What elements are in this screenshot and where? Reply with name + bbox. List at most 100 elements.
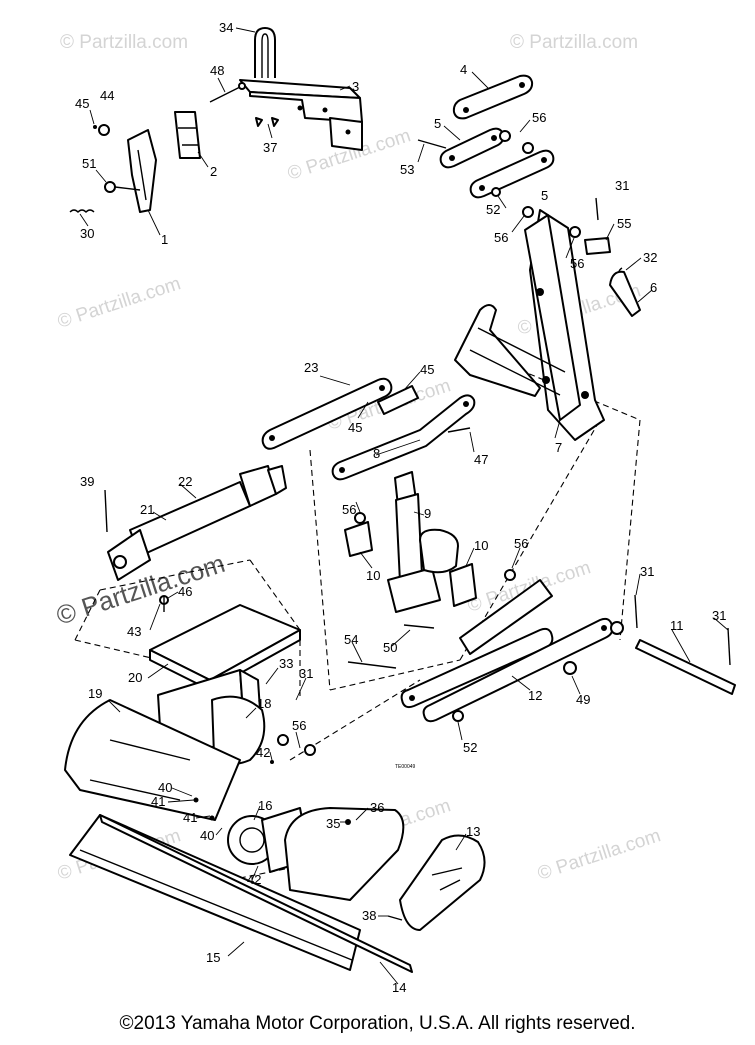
part-56-washer — [304, 744, 316, 756]
callout-20: 20 — [128, 670, 142, 685]
callout-45: 45 — [75, 96, 89, 111]
callout-labels: 34 48 3 45 44 37 2 51 1 30 4 5 56 53 52 … — [75, 20, 726, 995]
part-10-bracket — [449, 563, 477, 607]
callout-15: 15 — [206, 950, 220, 965]
callout-31: 31 — [299, 666, 313, 681]
part-14-bar — [99, 814, 413, 973]
part-48-pin — [209, 82, 246, 103]
part-12-link — [400, 579, 614, 723]
part-56-washer — [277, 734, 289, 746]
part-31-pin — [727, 627, 731, 666]
part-13-end-plate — [399, 834, 486, 931]
watermark: © Partzilla.com — [535, 825, 663, 885]
callout-10: 10 — [474, 538, 488, 553]
parts-diagram: © Partzilla.com © Partzilla.com © Partzi… — [53, 20, 736, 995]
part-51-bolt — [104, 181, 141, 193]
callout-9: 9 — [424, 506, 431, 521]
callout-54: 54 — [344, 632, 358, 647]
part-56-washer — [522, 142, 534, 154]
part-39-pin — [104, 489, 108, 533]
part-6-pin — [609, 270, 641, 317]
callout-42: 42 — [256, 745, 270, 760]
callout-4: 4 — [460, 62, 467, 77]
callout-14: 14 — [392, 980, 406, 995]
callout-53: 53 — [400, 162, 414, 177]
diagram-stamp-code: TE00049 — [395, 764, 416, 770]
watermark: © Partzilla.com — [510, 32, 638, 53]
part-15-flap — [69, 814, 361, 971]
part-56-washer — [522, 206, 534, 218]
callout-31: 31 — [712, 608, 726, 623]
part-2-clip — [174, 111, 201, 159]
part-5-link — [439, 127, 505, 169]
part-56-washer — [499, 130, 511, 142]
part-9-actuator — [387, 471, 459, 613]
callout-40: 40 — [158, 780, 172, 795]
callout-43: 43 — [127, 624, 141, 639]
part-49-nut — [563, 661, 577, 675]
callout-50: 50 — [383, 640, 397, 655]
part-56-washer — [569, 226, 581, 238]
part-22-drive-shaft — [107, 465, 287, 581]
part-23-link — [261, 377, 393, 450]
callout-10: 10 — [366, 568, 380, 583]
part-37-screws — [255, 117, 279, 127]
callout-41: 41 — [183, 810, 197, 825]
callout-23: 23 — [304, 360, 318, 375]
part-18-gearbox — [157, 669, 266, 765]
part-30-spring — [69, 209, 95, 213]
callout-55: 55 — [617, 216, 631, 231]
callout-56: 56 — [292, 718, 306, 733]
callout-34: 34 — [219, 20, 233, 35]
watermark: © Partzilla.com — [60, 32, 188, 53]
callout-44: 44 — [100, 88, 114, 103]
callout-40: 40 — [200, 828, 214, 843]
callout-7: 7 — [555, 440, 562, 455]
part-56-washer — [504, 569, 516, 581]
callout-5: 5 — [434, 116, 441, 131]
callout-5: 5 — [541, 188, 548, 203]
part-7-frame — [454, 209, 605, 441]
part-35-screw — [345, 819, 351, 825]
part-54-bolt — [347, 661, 397, 669]
copyright-notice: ©2013 Yamaha Motor Corporation, U.S.A. A… — [119, 1013, 636, 1034]
watermark: © Partzilla.com — [55, 273, 183, 333]
part-31-pin — [595, 197, 599, 221]
callout-52: 52 — [486, 202, 500, 217]
callout-22: 22 — [178, 474, 192, 489]
callout-11: 11 — [670, 618, 684, 633]
callout-32: 32 — [643, 250, 657, 265]
callout-56: 56 — [342, 502, 356, 517]
part-45-plate — [377, 385, 419, 415]
callout-33: 33 — [279, 656, 293, 671]
part-8-arm — [331, 394, 476, 481]
leader-lines — [79, 27, 729, 985]
part-3-bracket — [239, 79, 363, 151]
callout-47: 47 — [474, 452, 488, 467]
callout-48: 48 — [210, 63, 224, 78]
callout-1: 1 — [161, 232, 168, 247]
part-31-pin — [634, 594, 638, 629]
part-36-shield — [284, 807, 405, 901]
part-56-washer — [354, 512, 366, 524]
part-34-u-bolt — [254, 27, 276, 78]
part-19-tine-housing — [64, 699, 241, 821]
part-41-bolt — [209, 815, 215, 821]
part-4-link — [452, 74, 534, 120]
callout-45: 45 — [348, 420, 362, 435]
callout-31: 31 — [640, 564, 654, 579]
callout-18: 18 — [257, 696, 271, 711]
part-52-nut — [491, 187, 501, 197]
part-10-bracket — [344, 521, 373, 557]
part-52-nut — [452, 710, 464, 722]
callout-38: 38 — [362, 908, 376, 923]
part-45-pin — [93, 125, 97, 129]
callout-35: 35 — [326, 816, 340, 831]
part-1-latch — [127, 129, 157, 213]
callout-2: 2 — [210, 164, 217, 179]
callout-3: 3 — [352, 79, 359, 94]
callout-56: 56 — [494, 230, 508, 245]
callout-19: 19 — [88, 686, 102, 701]
part-42-pin — [270, 760, 274, 764]
callout-36: 36 — [370, 800, 384, 815]
